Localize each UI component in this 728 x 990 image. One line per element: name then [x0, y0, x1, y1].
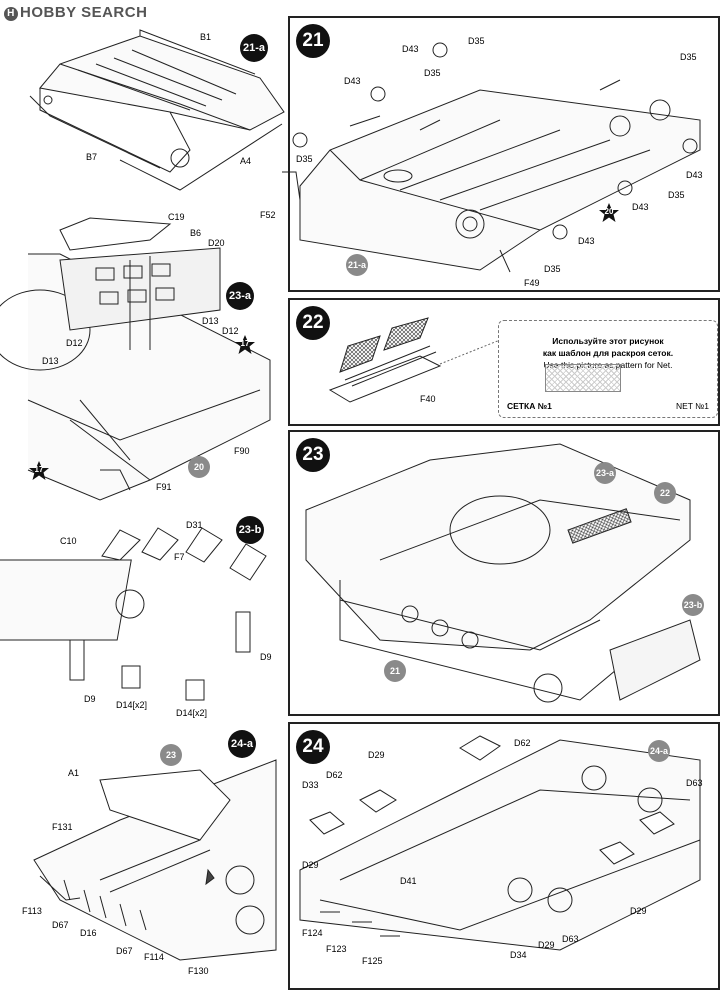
- step-number-22: 22: [296, 306, 330, 340]
- step-number-24: 24: [296, 730, 330, 764]
- ref-21a: 21-a: [346, 254, 368, 276]
- panel-step-21: [288, 16, 720, 292]
- rear-hull-drawing: [33, 759, 277, 961]
- part-label-F130: F130: [188, 966, 209, 976]
- part-label-D43: D43: [402, 44, 419, 54]
- part-label-D62: D62: [326, 770, 343, 780]
- part-label-D35: D35: [424, 68, 441, 78]
- net-caption-en: NET №1: [675, 401, 709, 411]
- substep-23b: 23-b: [236, 516, 264, 544]
- part-label-D29: D29: [630, 906, 647, 916]
- part-label-D35: D35: [296, 154, 313, 164]
- part-label-F49: F49: [524, 278, 540, 288]
- note-line-1: Используйте этот рисунок: [552, 336, 664, 346]
- hull-step24-drawing: [299, 735, 701, 951]
- part-label-D41: D41: [400, 876, 417, 886]
- ref-23b: 23-b: [682, 594, 704, 616]
- part-label-D34: D34: [510, 950, 527, 960]
- substep-21a: 21-a: [240, 34, 268, 62]
- part-label-D29: D29: [368, 750, 385, 760]
- star-marker-17-top: 17: [234, 334, 256, 356]
- part-label-D20: D20: [208, 238, 225, 248]
- logo-badge: H: [4, 7, 18, 21]
- part-label-F7: F7: [174, 552, 185, 562]
- part-label-D43: D43: [686, 170, 703, 180]
- part-label-A1: A1: [68, 768, 80, 778]
- part-label-F131: F131: [52, 822, 73, 832]
- part-label-A4: A4: [240, 156, 252, 166]
- hull-step23-drawing: [305, 443, 701, 703]
- panel-step-22: [288, 298, 720, 426]
- part-label-F114: F114: [144, 952, 164, 962]
- ref-20: 20: [188, 456, 210, 478]
- part-label-D43: D43: [578, 236, 595, 246]
- ref-23a: 23-a: [594, 462, 616, 484]
- part-label-B6: B6: [190, 228, 202, 238]
- part-label-D13: D13: [202, 316, 219, 326]
- part-label-B1: B1: [200, 32, 212, 42]
- hull-assembly-drawing: [282, 42, 701, 273]
- step-number-21: 21: [296, 24, 330, 58]
- tow-plate-drawing: [0, 527, 267, 701]
- part-label-D12: D12: [66, 338, 83, 348]
- part-label-D9: D9: [260, 652, 272, 662]
- part-label-F40: F40: [420, 394, 436, 404]
- star-marker-17-bottom: 17: [28, 460, 50, 482]
- ref-21: 21: [384, 660, 406, 682]
- engine-deck-drawing: [0, 217, 271, 501]
- panel-step-23: [288, 430, 720, 716]
- part-label-C19: C19: [168, 212, 185, 222]
- part-label-D63: D63: [562, 934, 579, 944]
- part-label-F91: F91: [156, 482, 172, 492]
- part-label-D35: D35: [468, 36, 485, 46]
- ref-22: 22: [654, 482, 676, 504]
- part-label-D67: D67: [52, 920, 69, 930]
- part-label-D35: D35: [668, 190, 685, 200]
- part-label-D14: D14[x2]: [116, 700, 148, 710]
- note-line-2: как шаблон для раскроя сеток.: [542, 348, 674, 358]
- step-number-23: 23: [296, 438, 330, 472]
- part-label-F125: F125: [362, 956, 383, 966]
- part-label-D33: D33: [302, 780, 319, 790]
- part-label-D67: D67: [116, 946, 133, 956]
- ref-23: 23: [160, 744, 182, 766]
- part-label-D62: D62: [514, 738, 531, 748]
- substep-24a: 24-a: [228, 730, 256, 758]
- fender-assembly-drawing: [29, 29, 285, 191]
- panel-step-24: [288, 722, 720, 990]
- part-label-B7: B7: [86, 152, 98, 162]
- net-template-note: Используйте этот рисунок как шаблон для …: [498, 320, 718, 418]
- part-label-D31: D31: [186, 520, 203, 530]
- part-label-D43: D43: [632, 202, 649, 212]
- part-label-D29: D29: [538, 940, 555, 950]
- part-label-D13: D13: [42, 356, 59, 366]
- part-label-F52: F52: [260, 210, 276, 220]
- part-label-D14: D14[x2]: [176, 708, 208, 718]
- substep-23a: 23-a: [226, 282, 254, 310]
- part-label-D43: D43: [344, 76, 361, 86]
- part-label-D29: D29: [302, 860, 319, 870]
- logo-text: HOBBY SEARCH: [20, 4, 148, 21]
- net-part-drawing: [328, 317, 442, 403]
- ref-24a: 24-a: [648, 740, 670, 762]
- part-label-D12: D12: [222, 326, 239, 336]
- star-marker-20: 20: [598, 202, 620, 224]
- part-label-D35: D35: [680, 52, 697, 62]
- part-label-D16: D16: [80, 928, 97, 938]
- part-label-F90: F90: [234, 446, 250, 456]
- part-label-F124: F124: [302, 928, 323, 938]
- net-pattern-swatch: [545, 364, 621, 392]
- part-label-C10: C10: [60, 536, 77, 546]
- part-label-F113: F113: [22, 906, 42, 916]
- part-label-D35: D35: [544, 264, 561, 274]
- part-label-F123: F123: [326, 944, 347, 954]
- part-label-D63: D63: [686, 778, 703, 788]
- part-label-D9: D9: [84, 694, 96, 704]
- net-caption-ru: СЕТКА №1: [507, 401, 552, 411]
